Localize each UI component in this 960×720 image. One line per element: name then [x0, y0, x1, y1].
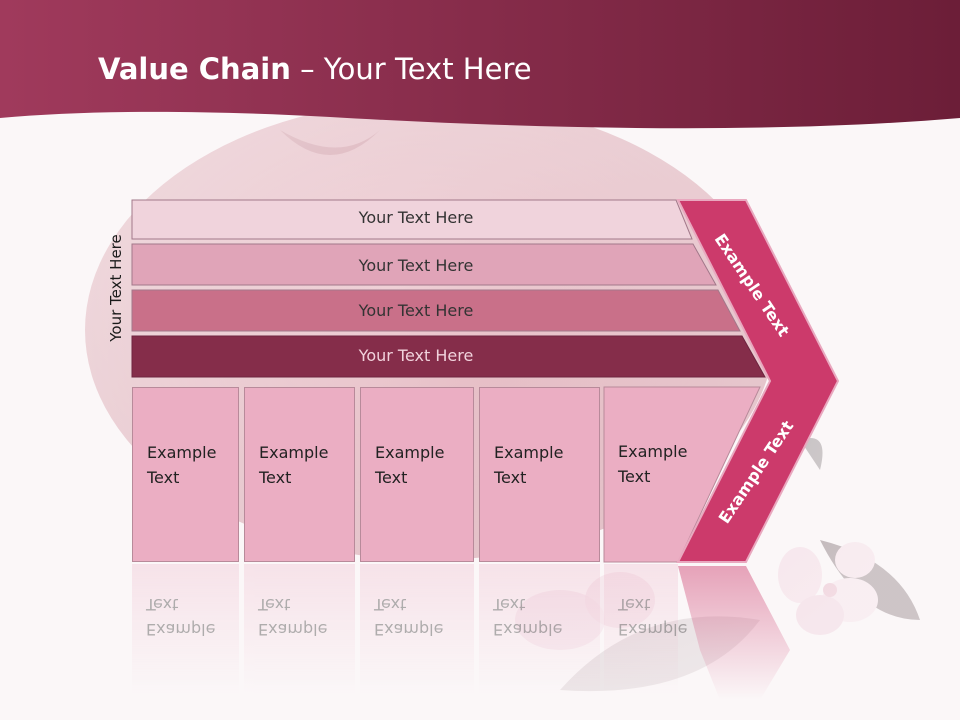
activity-cell-5: Example Text — [604, 387, 704, 562]
band-3 — [131, 289, 741, 332]
band-text-2: Your Text Here — [358, 256, 474, 275]
header-banner — [0, 0, 960, 129]
activity-cell-4: Example Text — [479, 387, 600, 562]
cell-text: Example Text — [259, 443, 329, 487]
cell-text: Example Text — [618, 442, 688, 486]
band-text-3: Your Text Here — [358, 301, 474, 320]
band-text-1: Your Text Here — [358, 208, 474, 227]
title-strong: Value Chain — [98, 52, 291, 86]
band-2 — [131, 243, 717, 286]
activity-cell-1: Example Text — [132, 387, 239, 562]
band-1 — [131, 199, 693, 240]
chevron-arrow — [676, 199, 840, 563]
activity-cell-2: Example Text — [244, 387, 355, 562]
cell-text: Example Text — [375, 443, 445, 487]
title-rest: – Your Text Here — [290, 52, 532, 86]
band-text-4: Your Text Here — [358, 346, 474, 365]
slide-title: Value Chain – Your Text Here — [98, 52, 532, 86]
activity-cell-3: Example Text — [360, 387, 474, 562]
band-4 — [131, 335, 766, 378]
cell-text: Example Text — [147, 443, 217, 487]
cell-text: Example Text — [494, 443, 564, 487]
